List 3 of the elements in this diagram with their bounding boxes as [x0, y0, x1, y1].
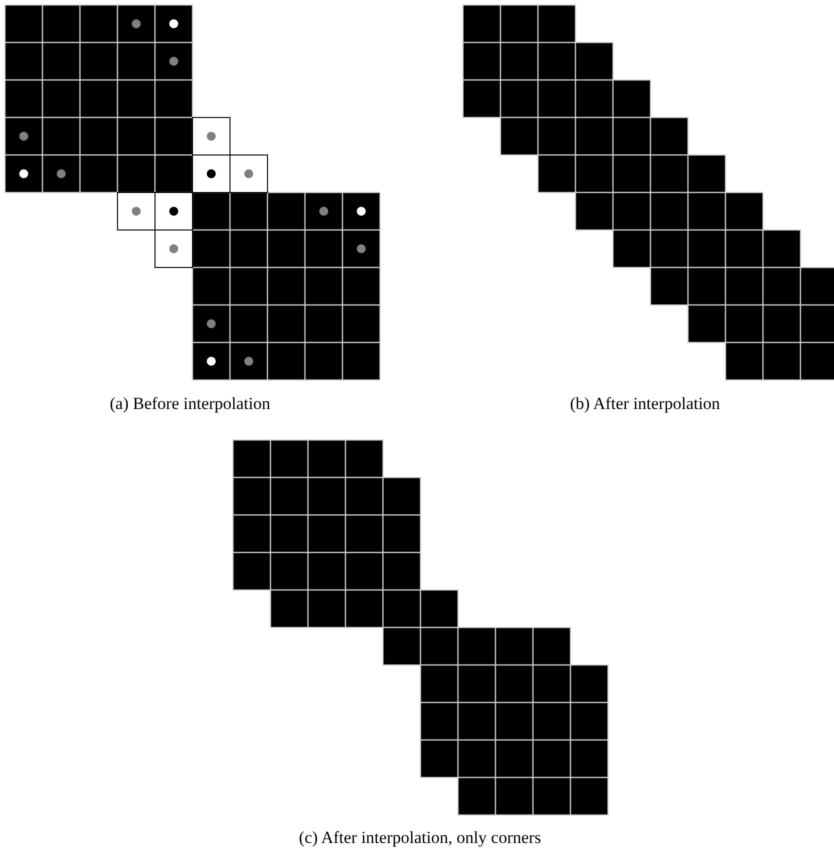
figure-caption: (a) Before interpolation — [110, 394, 270, 414]
figure-caption: (b) After interpolation — [570, 394, 720, 414]
figure-caption: (c) After interpolation, only corners — [298, 828, 542, 848]
